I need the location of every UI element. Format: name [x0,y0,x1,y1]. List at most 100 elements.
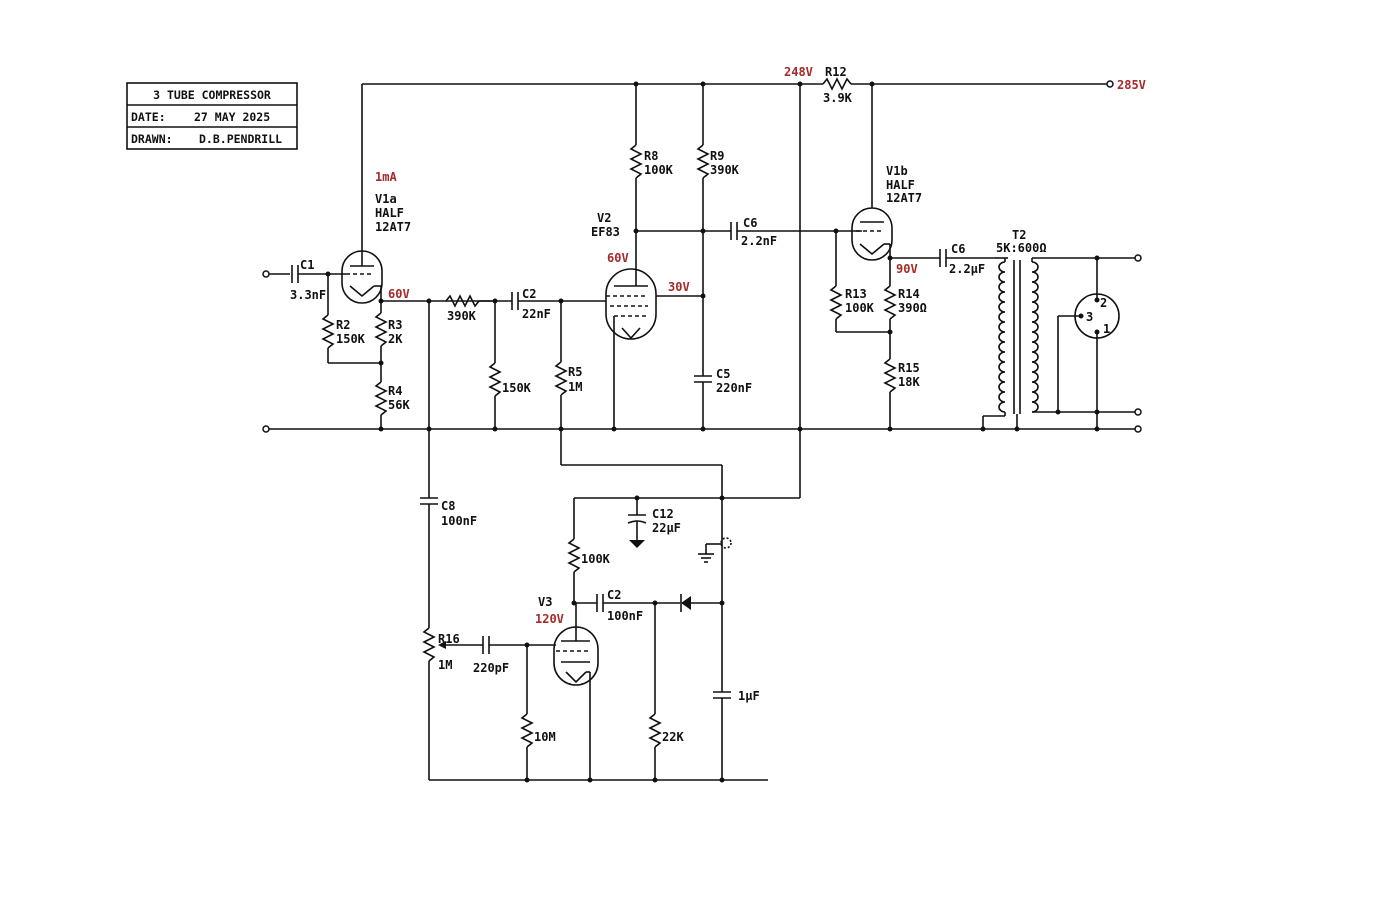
c-220pf-value: 220pF [473,661,509,675]
output-ground-terminal [1134,425,1142,433]
r16-ref: R16 [438,632,460,646]
r4-ref: R4 [388,384,402,398]
r12-resistor [822,77,852,91]
r-22k-resistor [648,713,662,748]
output-transformer [980,254,1142,432]
r2-ref: R2 [336,318,350,332]
v1b-line1: HALF [886,178,915,192]
v1b-stage [829,81,995,432]
t2-primary [998,261,1006,413]
input-stage [262,84,492,432]
r13-resistor [829,285,843,320]
c6a-ref: C6 [743,216,757,230]
c2b-value: 100nF [607,609,643,623]
xlr-pin-2: 2 [1100,296,1107,310]
feed-248v [574,81,803,501]
v1a-ref: V1a [375,192,397,206]
r3-value: 2K [388,332,403,346]
sidechain-stage [420,495,768,783]
v2-type: EF83 [591,225,620,239]
v1b-ref: V1b [886,164,908,178]
c6a-value: 2.2nF [741,234,777,248]
output-cold-terminal [1134,408,1142,416]
r4-value: 56K [388,398,410,412]
v1b-line2: 12AT7 [886,191,922,205]
input-ground-terminal [262,425,270,433]
r-150k-resistor [488,362,502,397]
v1b-tube [851,207,893,261]
c5-value: 220nF [716,381,752,395]
r12-value: 3.9K [823,91,853,105]
c2a-ref: C2 [522,287,536,301]
c6b-ref: C6 [951,242,965,256]
v2-input-network [426,292,723,498]
r9-ref: R9 [710,149,724,163]
xlr-pin-3: 3 [1086,310,1093,324]
c8-ref: C8 [441,499,455,513]
v3-ref: V3 [538,595,552,609]
ground-icon [629,540,645,548]
r8-resistor [629,144,643,179]
r15-value: 18K [898,375,920,389]
supply-voltage: 285V [1117,78,1146,92]
r5-value: 1M [568,380,582,394]
r15-resistor [883,358,897,393]
r-22k-value: 22K [662,730,684,744]
c2a-value: 22nF [522,307,551,321]
v1a-node-voltage: 60V [388,287,410,301]
drawn-value: D.B.PENDRILL [199,132,282,146]
c12-value: 22µF [652,521,681,535]
r13-value: 100K [845,301,875,315]
r9-resistor [696,144,710,179]
r3-resistor [374,312,388,347]
r-390k-resistor [445,294,480,308]
r8-ref: R8 [644,149,658,163]
r2-resistor [321,314,335,349]
input-terminal [262,270,270,278]
bplus-rail [362,77,1114,91]
v3-plate-voltage: 120V [535,612,564,626]
r14-resistor [883,285,897,320]
xlr-pin-1: 1 [1103,322,1110,336]
c12-ref: C12 [652,507,674,521]
r2-value: 150K [336,332,366,346]
r16-value: 1M [438,658,452,672]
r-100k-plate-resistor [567,538,581,573]
supply-terminal [1106,80,1114,88]
r14-value: 390Ω [898,301,927,315]
r16-potentiometer [422,627,436,662]
c2b-ref: C2 [607,588,621,602]
r12-ref: R12 [825,65,847,79]
r-100k-plate-value: 100K [581,552,611,566]
r14-ref: R14 [898,287,920,301]
r5-resistor [554,361,568,396]
c1-value: 3.3nF [290,288,326,302]
t2-ref: T2 [1012,228,1026,242]
title-block: 3 TUBE COMPRESSOR DATE: 27 MAY 2025 DRAW… [126,82,298,150]
r9-value: 390K [710,163,740,177]
c-1uf-value: 1µF [738,689,760,703]
date-label: DATE: [131,110,166,124]
c5-ref: C5 [716,367,730,381]
r-10m-value: 10M [534,730,556,744]
r15-ref: R15 [898,361,920,375]
title-text: 3 TUBE COMPRESSOR [153,88,271,102]
date-value: 27 MAY 2025 [194,110,270,124]
r-10m-resistor [520,713,534,748]
v2-cathode-voltage: 30V [668,280,690,294]
v2-grid-voltage: 60V [607,251,629,265]
r13-ref: R13 [845,287,867,301]
v1a-current: 1mA [375,170,397,184]
node-voltage-248: 248V [784,65,813,79]
c1-ref: C1 [300,258,314,272]
r-150k-value: 150K [502,381,532,395]
r8-value: 100K [644,163,674,177]
v2-stage [605,81,862,432]
v1b-cathode-voltage: 90V [896,262,918,276]
t2-value: 5K:600Ω [996,241,1047,255]
v1a-line2: 12AT7 [375,220,411,234]
c8-value: 100nF [441,514,477,528]
output-hot-terminal [1134,254,1142,262]
drawn-label: DRAWN: [131,132,173,146]
